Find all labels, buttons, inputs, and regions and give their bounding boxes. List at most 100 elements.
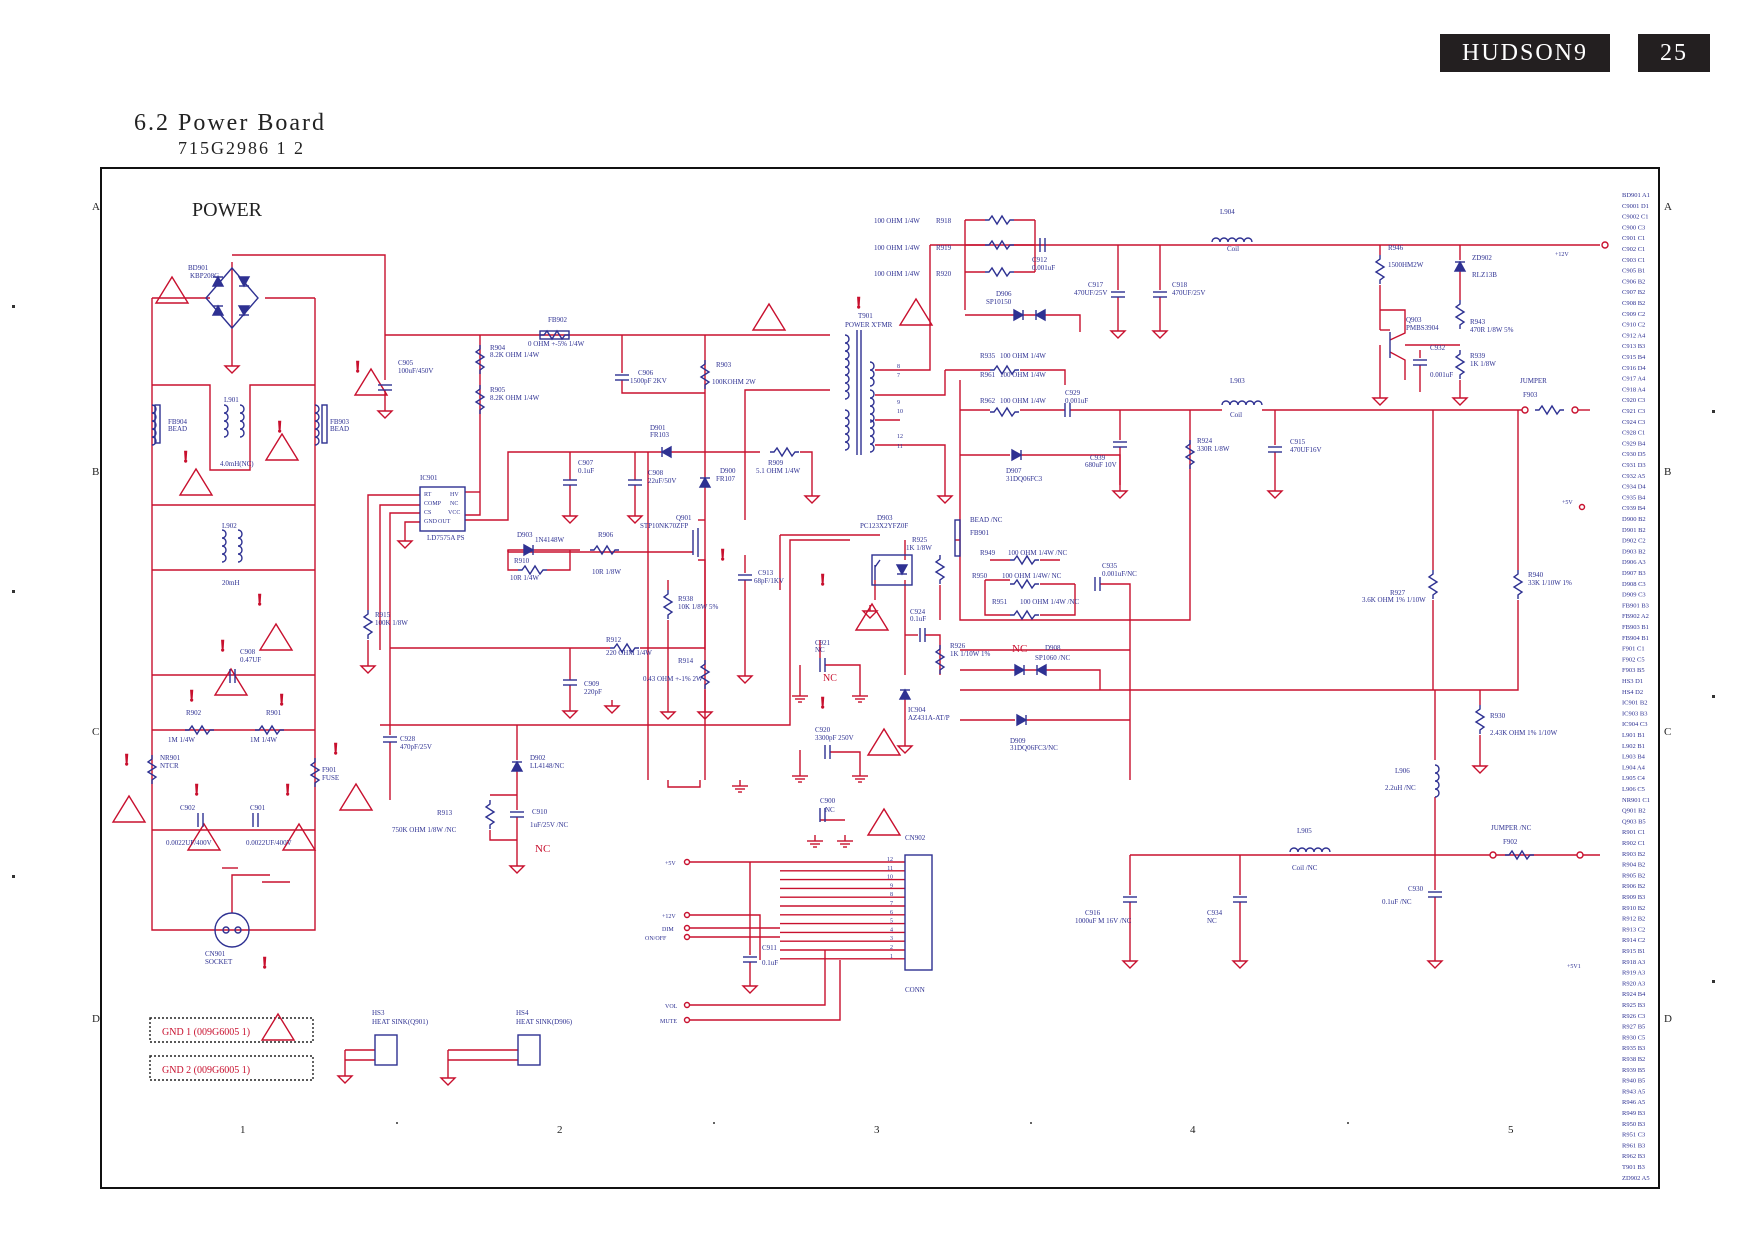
label-c901: C901 [250, 804, 266, 812]
label-c901v: 0.0022UF/400V [246, 839, 292, 847]
wire [151, 298, 316, 931]
ground-symbol [1109, 330, 1127, 339]
resistor [934, 645, 946, 674]
label-pin11: 11 [887, 866, 893, 872]
resistor [590, 544, 619, 556]
parts-index-entry: R946 A5 [1622, 1099, 1645, 1106]
resistor [662, 590, 674, 619]
margin-mark [12, 590, 15, 593]
label-r926: R926 [950, 642, 966, 650]
label-l904v: Coil [1227, 245, 1239, 253]
label-p12v: +12V [1555, 252, 1569, 258]
wire [1100, 583, 1131, 780]
wire [1020, 369, 1066, 385]
diode [237, 305, 251, 317]
warning-exclamation-icon: ! [820, 572, 825, 589]
wire [830, 751, 861, 770]
label-l903: L903 [1230, 377, 1245, 385]
label-pin9: 9 [897, 400, 900, 406]
resistor [934, 555, 946, 584]
label-c907: C907 [578, 459, 594, 467]
page-title: 6.2 Power Board [134, 110, 326, 136]
ground-symbol [696, 711, 714, 720]
label-r901v: 1M 1/4W [250, 736, 277, 744]
grid-col-label: 4 [1190, 1124, 1196, 1136]
label-r961: R961 [980, 371, 996, 379]
label-c932: C932 [1430, 344, 1446, 352]
label-f902: F902 [1503, 838, 1518, 846]
warning-triangle-icon [258, 622, 294, 651]
label-d903: D903 [517, 531, 533, 539]
warning-exclamation-icon: ! [124, 752, 129, 769]
parts-index-entry: C918 A4 [1622, 386, 1646, 393]
parts-index-entry: R913 C2 [1622, 926, 1645, 933]
ground-symbol [1471, 765, 1489, 774]
ground-symbol [1426, 960, 1444, 969]
diode [523, 543, 535, 557]
label-q901: Q901 [676, 514, 692, 522]
parts-index-entry: R906 B2 [1622, 883, 1645, 890]
grid-row-label: A [92, 201, 100, 213]
warning-triangle-icon [264, 432, 300, 461]
warning-triangle-icon [186, 822, 222, 851]
label-ic901: IC901 [420, 474, 438, 482]
label-c916v: 1000uF M 16V /NC [1075, 917, 1132, 925]
warning-exclamation-icon: ! [262, 955, 267, 972]
gnd2-block [149, 1055, 314, 1081]
parts-index-entry: L906 C5 [1622, 786, 1645, 793]
label-c908: C908 [240, 648, 256, 656]
resistor [770, 446, 799, 458]
wire [621, 380, 705, 394]
resistor [1010, 554, 1039, 566]
parts-index-entry: C908 B2 [1622, 300, 1645, 307]
parts-index-entry: C917 A4 [1622, 376, 1646, 383]
parts-index-entry: R943 A5 [1622, 1088, 1645, 1095]
label-d906v: SP10150 [986, 298, 1012, 306]
warning-triangle-icon [281, 822, 317, 851]
label-fb904: FB904 [168, 418, 188, 426]
label-c905v: 100uF/450V [398, 367, 433, 375]
parts-index-entry: HS3 D1 [1622, 678, 1643, 685]
terminal [1576, 851, 1584, 859]
label-ic904v: AZ431A-AT/P [908, 714, 950, 722]
inductor [844, 334, 850, 400]
label-pin12: 12 [887, 857, 893, 863]
phototransistor [874, 559, 881, 568]
label-dim: DIM [662, 927, 674, 933]
label-r951: R951 [992, 598, 1008, 606]
warning-exclamation-icon: ! [285, 782, 290, 799]
terminal [683, 858, 691, 866]
parts-index-entry: C9002 C1 [1622, 214, 1649, 221]
parts-index-entry: HS4 D2 [1622, 689, 1643, 696]
label-r927v: 3.6K OHM 1% 1/10W [1362, 596, 1426, 604]
label-c908b: C908 [648, 469, 664, 477]
parts-index-entry: R950 B3 [1622, 1121, 1645, 1128]
label-c916: C916 [1085, 909, 1101, 917]
inductor [223, 404, 229, 438]
label-r914: R914 [678, 657, 694, 665]
label-c910v: 1uF/25V /NC [530, 821, 569, 829]
parts-index-entry: C910 C2 [1622, 322, 1645, 329]
terminal [683, 924, 691, 932]
label-hs3: HS3 [372, 1009, 385, 1017]
warning-triangle-icon [260, 1012, 296, 1041]
label-r940: R940 [1528, 571, 1544, 579]
label-r926v: 1K 1/10W 1% [950, 650, 990, 658]
label-r925v: 1K 1/8W [906, 544, 932, 552]
ground-symbol [396, 540, 414, 549]
label-bd901v: KBP208G [190, 272, 219, 280]
ground-symbol [1266, 490, 1284, 499]
label-r946: R946 [1388, 244, 1404, 252]
parts-index-entry: C9001 D1 [1622, 203, 1649, 210]
ground-symbol [603, 705, 621, 714]
grid-tick [713, 1122, 715, 1124]
ground-symbol [1451, 397, 1469, 406]
resistor [484, 800, 496, 829]
resistor [699, 660, 711, 689]
warning-exclamation-icon: ! [277, 419, 282, 436]
parts-index-entry: D908 C3 [1622, 581, 1646, 588]
label-c902v: 0.0022UF/400V [166, 839, 212, 847]
label-d907: D907 [1006, 467, 1022, 475]
label-l904: L904 [1220, 208, 1235, 216]
optocoupler [871, 554, 913, 586]
